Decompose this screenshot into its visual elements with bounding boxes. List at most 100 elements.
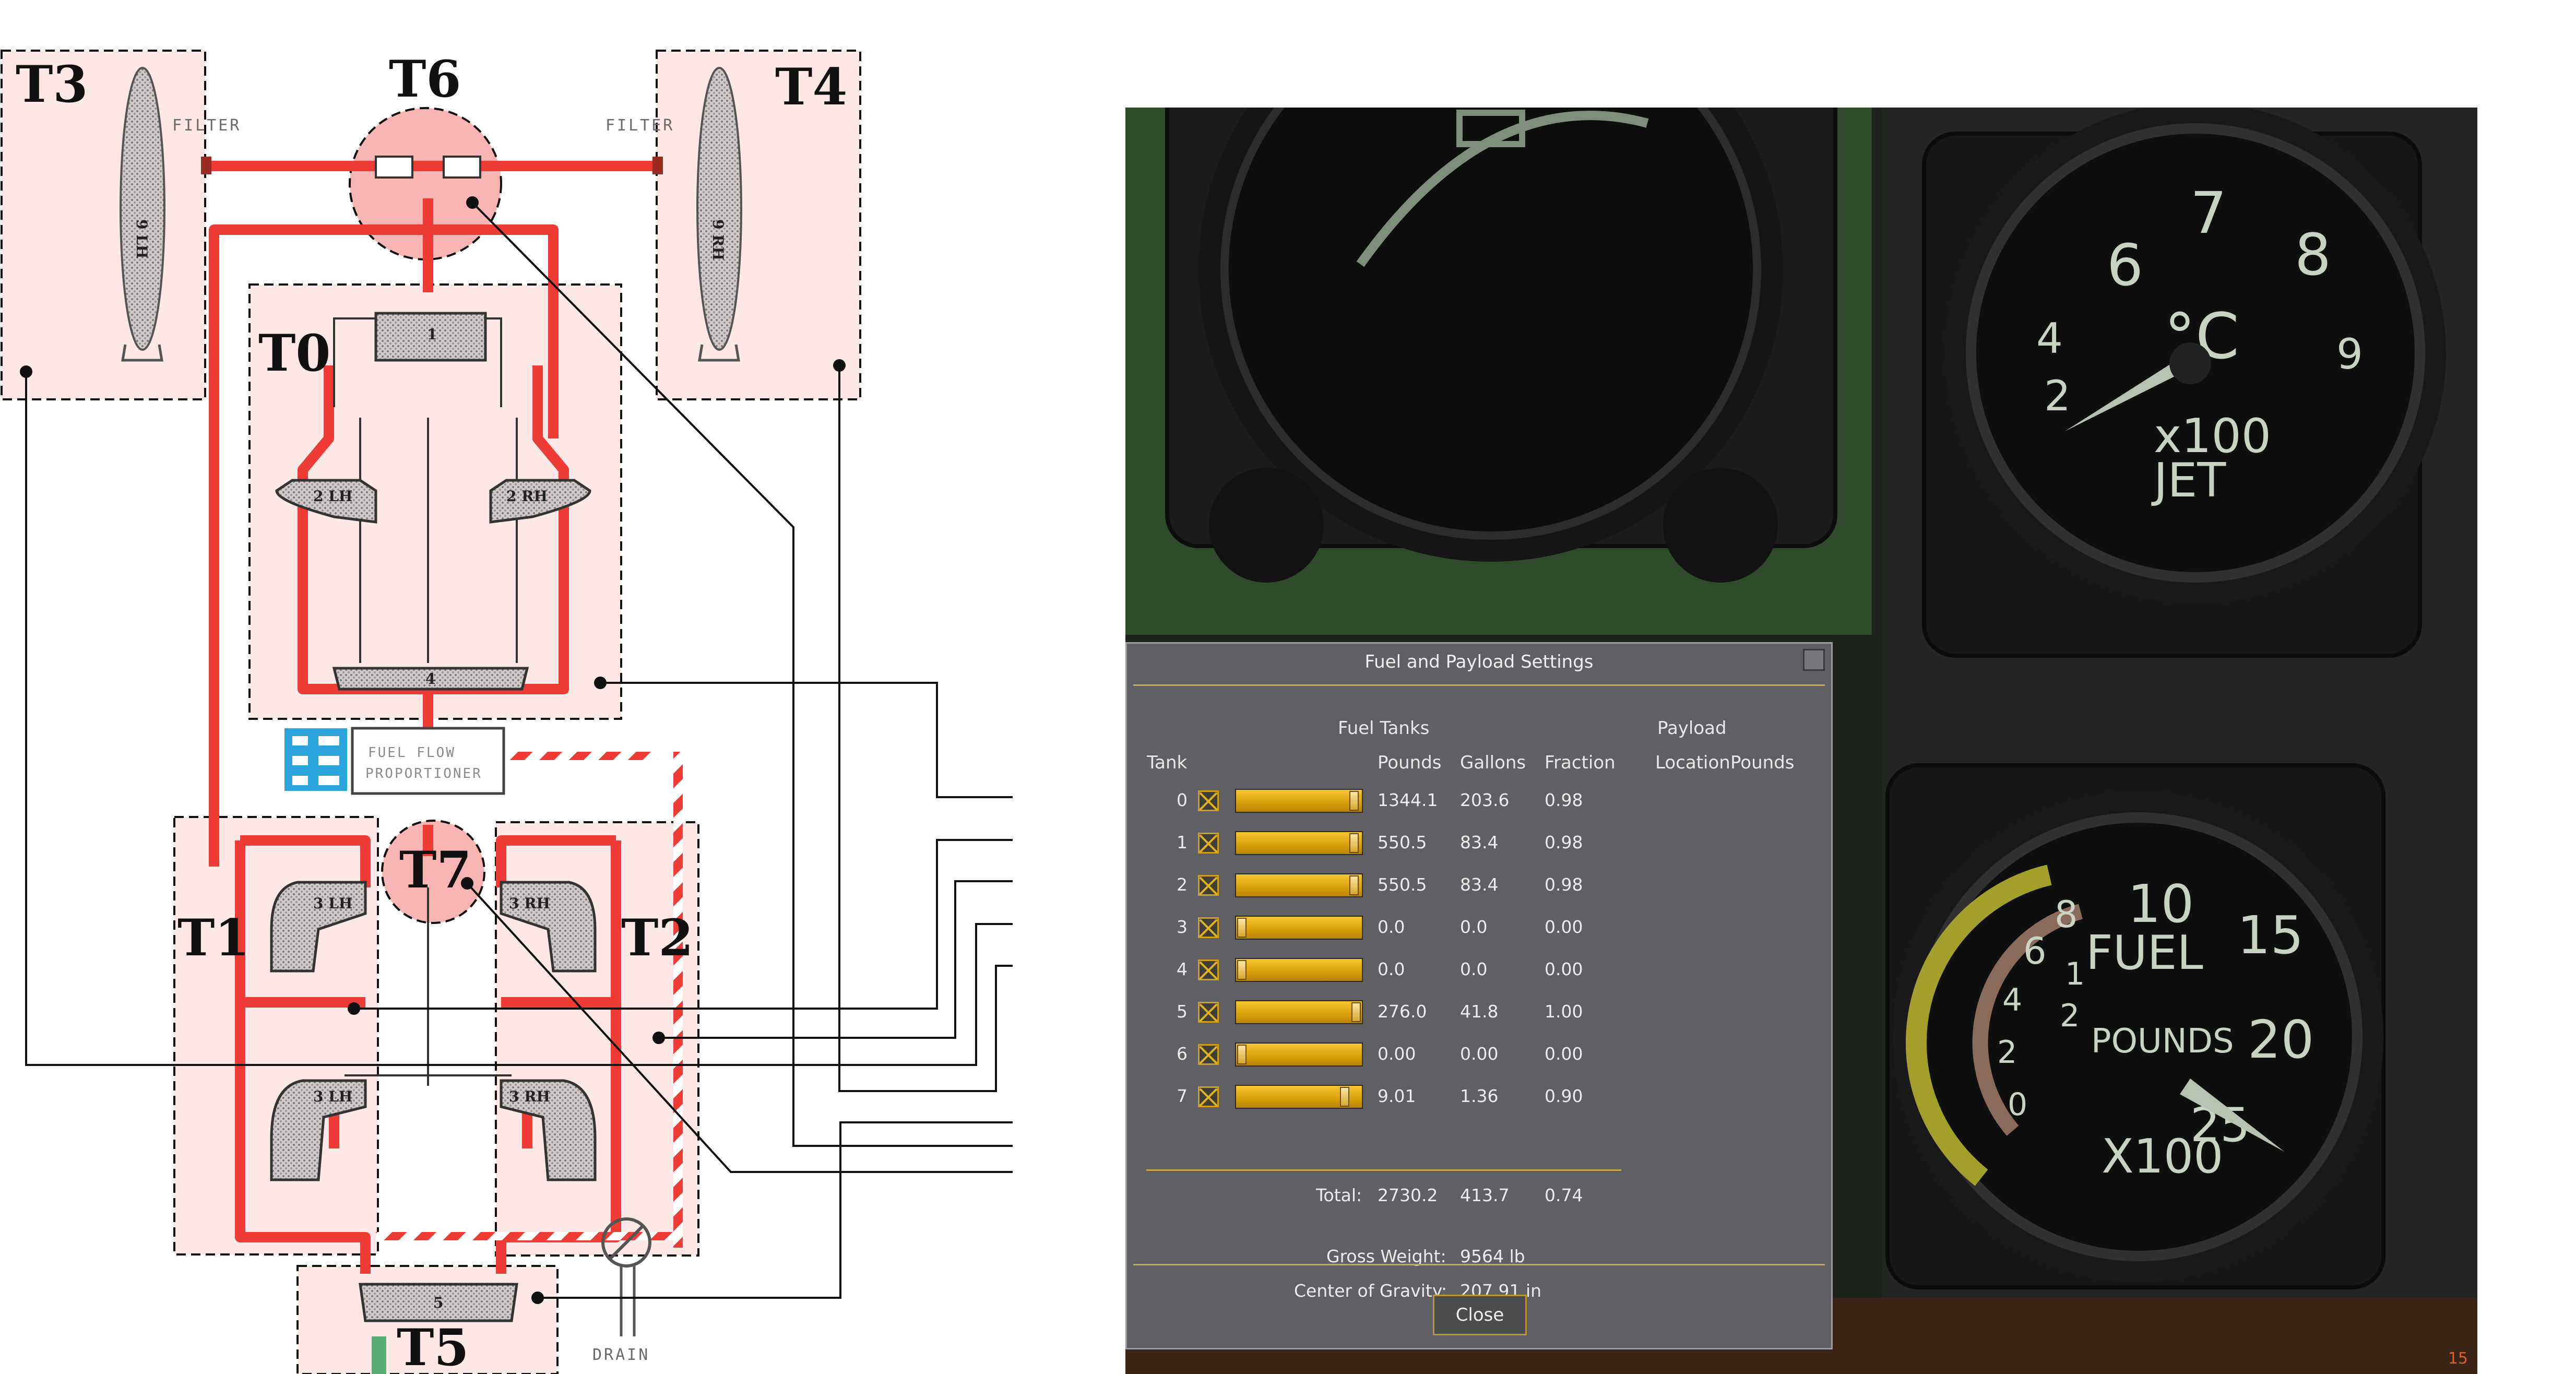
cg-label: Center of Gravity: (1294, 1281, 1447, 1301)
leader-t7 (466, 882, 1013, 1173)
fuel-needle (2180, 1079, 2284, 1152)
tank-fraction: 0.00 (1545, 959, 1583, 979)
tank-gallons: 203.6 (1460, 790, 1510, 810)
slider-knob[interactable] (1349, 875, 1359, 895)
fuel-inner-tick-1: 1 (2065, 956, 2085, 992)
tank-id: 5 (1177, 1001, 1188, 1022)
drop-tank-right-label: 9 RH (709, 219, 727, 260)
slider-knob[interactable] (1237, 1045, 1247, 1064)
leader-t3 (25, 372, 1013, 1066)
tank-gallons: 0.00 (1460, 1044, 1499, 1064)
fuel-inner-tick-0: 0 (2008, 1086, 2027, 1123)
tank-pounds: 0.0 (1378, 959, 1405, 979)
tank-fraction: 0.90 (1545, 1086, 1583, 1106)
slider-track-fill (1236, 874, 1362, 896)
title-divider (1133, 684, 1825, 686)
drop-tank-right: 9 RH (652, 67, 742, 362)
tank-select-checkbox[interactable] (1198, 833, 1219, 854)
tank-fill-slider[interactable] (1235, 1043, 1363, 1067)
zone-t4 (656, 50, 861, 400)
fuel-quantity-gauge: 10 15 20 25 FUEL POUNDS X100 8 6 4 2 0 2… (1885, 763, 2385, 1289)
slider-knob[interactable] (1351, 1002, 1361, 1022)
tank-fill-slider[interactable] (1235, 958, 1363, 982)
tank-fraction: 0.98 (1545, 790, 1583, 810)
tank-fraction: 0.00 (1545, 917, 1583, 937)
tank-mark-t1-3lh: 3 LH (313, 895, 352, 912)
drop-tank-left: 9 LH (120, 67, 211, 362)
tank-pounds: 1344.1 (1378, 790, 1438, 810)
tank-mark-4: 4 (425, 670, 435, 688)
slider-track-fill (1236, 832, 1362, 854)
slider-track-fill (1236, 1044, 1362, 1065)
slider-knob[interactable] (1237, 918, 1247, 938)
fuel-gauge-units: POUNDS (2091, 1022, 2234, 1061)
temp-label: JET (2151, 453, 2226, 508)
dialog-close-icon[interactable] (1803, 649, 1825, 671)
transfer-line-hatched-v (673, 752, 683, 1248)
tank-fill-slider[interactable] (1235, 873, 1363, 897)
fuel-flow-label-1: FUEL FLOW (368, 745, 456, 761)
tank-gallons: 83.4 (1460, 874, 1499, 895)
zone-t3 (1, 50, 206, 400)
tank-fill-slider[interactable] (1235, 1085, 1363, 1109)
tank-row: 7 9.01 1.36 0.90 (1127, 1081, 1831, 1112)
tank-fill-slider[interactable] (1235, 831, 1363, 855)
temp-needle (2065, 358, 2190, 431)
tank-fraction: 0.00 (1545, 1044, 1583, 1064)
tank-label-t0: T0 (258, 324, 330, 383)
slider-knob[interactable] (1237, 960, 1247, 980)
leader-t1 (354, 839, 1013, 1010)
slider-knob[interactable] (1340, 1087, 1350, 1107)
close-button[interactable]: Close (1433, 1295, 1527, 1335)
total-pounds: 2730.2 (1378, 1185, 1438, 1205)
tank-id: 3 (1177, 917, 1188, 937)
tank-pounds: 550.5 (1378, 874, 1427, 895)
temp-tick-8: 8 (2295, 221, 2331, 288)
tank-select-checkbox[interactable] (1198, 790, 1219, 811)
tank-fill-slider[interactable] (1235, 916, 1363, 940)
fuel-tick-20: 20 (2248, 1009, 2314, 1070)
fuel-flow-proportioner: FUEL FLOW PROPORTIONER (284, 727, 505, 795)
tank-select-checkbox[interactable] (1198, 875, 1219, 896)
dialog-title[interactable]: Fuel and Payload Settings (1364, 652, 1594, 672)
total-label: Total: (1316, 1185, 1362, 1205)
fuel-flow-label-2: PROPORTIONER (365, 766, 482, 781)
slider-knob[interactable] (1349, 833, 1359, 853)
tank-mark-1: 1 (427, 326, 437, 343)
tank-select-checkbox[interactable] (1198, 917, 1219, 938)
col-payload-pounds-header: Pounds (1730, 752, 1795, 773)
col-location-header: Location (1655, 752, 1730, 773)
total-fraction: 0.74 (1545, 1185, 1583, 1205)
tank-id: 7 (1177, 1086, 1188, 1106)
page-number: 15 (2448, 1349, 2468, 1368)
main-tanks (270, 312, 597, 1322)
tank-select-checkbox[interactable] (1198, 1002, 1219, 1023)
fuel-tanks-heading: Fuel Tanks (1338, 718, 1430, 739)
temp-tick-6: 6 (2107, 232, 2143, 299)
slider-track-fill (1236, 917, 1362, 939)
tank-gallons: 41.8 (1460, 1001, 1499, 1022)
tank-fill-slider[interactable] (1235, 1000, 1363, 1024)
leader-lines (25, 202, 1013, 1299)
gross-weight-value: 9564 lb (1460, 1246, 1525, 1266)
payload-heading: Payload (1657, 718, 1727, 739)
tank-label-t2: T2 (621, 908, 693, 967)
tank-gallons: 1.36 (1460, 1086, 1499, 1106)
leader-t2 (659, 880, 1013, 1039)
fuel-tick-10: 10 (2128, 873, 2194, 934)
drain-label: DRAIN (592, 1346, 650, 1364)
tank-gallons: 83.4 (1460, 832, 1499, 852)
tank-select-checkbox[interactable] (1198, 960, 1219, 980)
tank-select-checkbox[interactable] (1198, 1044, 1219, 1065)
fuel-inner-tick-6: 6 (2023, 930, 2047, 973)
tank-select-checkbox[interactable] (1198, 1086, 1219, 1107)
leader-t6 (471, 202, 1013, 1147)
fuel-inner-tick-2: 2 (1997, 1034, 2017, 1071)
tank-label-t6: T6 (389, 50, 461, 109)
tank-fill-slider[interactable] (1235, 789, 1363, 813)
tank-pounds: 9.01 (1378, 1086, 1416, 1106)
slider-knob[interactable] (1349, 791, 1359, 811)
